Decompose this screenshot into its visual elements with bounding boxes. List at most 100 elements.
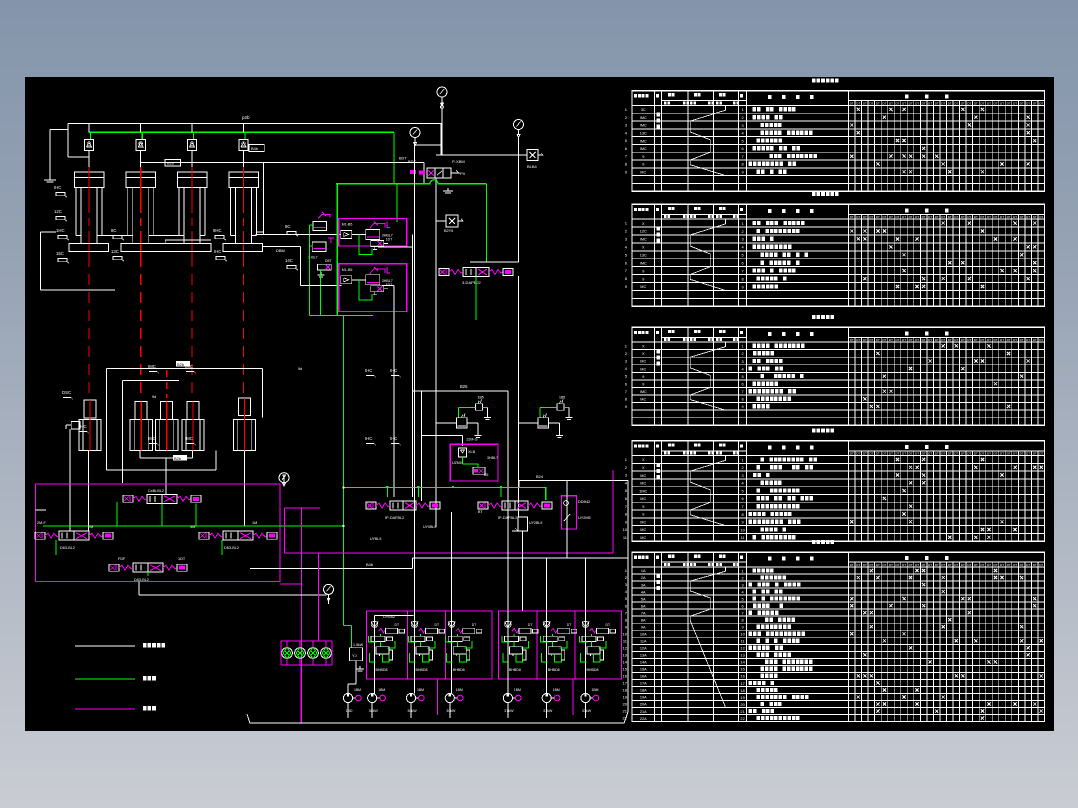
svg-text:8A: 8A <box>641 618 646 622</box>
svg-text:3HBL7: 3HBL7 <box>487 456 498 460</box>
svg-text:DT: DT <box>922 215 926 219</box>
svg-text:DT: DT <box>889 338 893 342</box>
svg-text:DT: DT <box>922 338 926 342</box>
svg-text:MC: MC <box>640 170 646 174</box>
svg-text:5: 5 <box>625 374 628 379</box>
svg-text:8: 8 <box>625 396 628 401</box>
svg-text:D63-BL2: D63-BL2 <box>60 546 75 550</box>
svg-text:DT: DT <box>876 452 880 456</box>
svg-text:DT: DT <box>889 215 893 219</box>
svg-text:DT: DT <box>567 623 572 627</box>
svg-text:21: 21 <box>740 709 744 714</box>
svg-text:4: 4 <box>742 481 745 486</box>
svg-text:22A: 22A <box>640 717 647 721</box>
svg-text:17: 17 <box>623 681 628 686</box>
svg-text:DT: DT <box>869 452 873 456</box>
svg-text:DT: DT <box>954 452 958 456</box>
svg-text:IMC: IMC <box>640 261 647 265</box>
svg-text:D63-BL2: D63-BL2 <box>224 546 239 550</box>
svg-text:DT: DT <box>856 452 860 456</box>
svg-text:11: 11 <box>623 535 628 540</box>
svg-text:17: 17 <box>740 681 744 686</box>
svg-text:DT: DT <box>896 452 900 456</box>
svg-text:19: 19 <box>740 695 744 700</box>
svg-text:7: 7 <box>742 389 744 394</box>
svg-text:DT: DT <box>850 215 854 219</box>
svg-text:DT: DT <box>954 215 958 219</box>
svg-text:DT: DT <box>850 102 854 106</box>
svg-text:14A: 14A <box>640 661 647 665</box>
svg-text:D63-BL2: D63-BL2 <box>134 578 149 582</box>
svg-text:12: 12 <box>740 646 744 651</box>
svg-text:3: 3 <box>625 123 628 128</box>
svg-text:13C: 13C <box>640 253 647 257</box>
svg-text:DT: DT <box>1033 452 1037 456</box>
svg-text:4: 4 <box>742 589 745 594</box>
svg-text:MC: MC <box>640 398 646 402</box>
svg-text:MC: MC <box>640 497 646 501</box>
svg-text:7: 7 <box>625 504 628 509</box>
svg-text:MC: MC <box>640 474 646 478</box>
svg-text:DT: DT <box>863 563 867 567</box>
svg-text:9: 9 <box>642 269 644 273</box>
svg-text:37kW: 37kW <box>504 709 514 713</box>
svg-text:10: 10 <box>740 527 745 532</box>
svg-text:BHBD8: BHBD8 <box>416 668 428 672</box>
svg-text:9: 9 <box>642 375 644 379</box>
svg-text:1B5: 1B5 <box>559 396 565 400</box>
svg-text:1DT: 1DT <box>386 237 392 241</box>
svg-text:6: 6 <box>742 382 744 387</box>
svg-text:12C: 12C <box>640 230 647 234</box>
svg-text:4: 4 <box>625 130 628 135</box>
svg-text:BHBD8: BHBD8 <box>587 668 599 672</box>
svg-text:3: 3 <box>742 473 744 478</box>
svg-text:DSC: DSC <box>62 390 71 395</box>
svg-text:8: 8 <box>625 617 628 622</box>
svg-text:17A: 17A <box>640 682 647 686</box>
svg-text:DT: DT <box>1000 102 1004 106</box>
svg-text:DT: DT <box>882 102 886 106</box>
svg-text:18: 18 <box>740 688 744 693</box>
svg-text:3: 3 <box>742 359 744 364</box>
svg-text:DBM: DBM <box>276 248 285 253</box>
svg-text:DT: DT <box>922 452 926 456</box>
svg-text:DT: DT <box>850 452 854 456</box>
svg-text:DT: DT <box>1013 102 1017 106</box>
svg-text:5: 5 <box>742 596 744 601</box>
svg-text:DT: DT <box>1026 338 1030 342</box>
svg-text:8: 8 <box>742 162 744 167</box>
svg-text:DT: DT <box>954 563 958 567</box>
svg-text:X: X <box>642 458 645 462</box>
svg-text:4: 4 <box>625 480 628 485</box>
svg-text:18A: 18A <box>640 689 647 693</box>
svg-text:2: 2 <box>625 229 628 234</box>
svg-text:1BM: 1BM <box>378 688 385 692</box>
svg-text:30kW: 30kW <box>446 709 456 713</box>
svg-text:IHC: IHC <box>54 185 61 190</box>
svg-text:DT: DT <box>987 563 991 567</box>
svg-text:DT: DT <box>948 215 952 219</box>
svg-text:DT: DT <box>896 338 900 342</box>
svg-text:DDB42: DDB42 <box>578 500 590 504</box>
svg-text:DT: DT <box>954 338 958 342</box>
svg-text:14: 14 <box>623 659 628 664</box>
svg-text:p2b: p2b <box>242 115 250 120</box>
svg-text:DT: DT <box>994 338 998 342</box>
svg-text:DT: DT <box>850 338 854 342</box>
svg-text:DT: DT <box>876 338 880 342</box>
svg-text:10A: 10A <box>640 632 647 636</box>
svg-text:DT: DT <box>961 452 965 456</box>
svg-text:4: 4 <box>625 589 628 594</box>
svg-text:DT: DT <box>980 102 984 106</box>
svg-text:DT: DT <box>902 563 906 567</box>
svg-text:15: 15 <box>623 666 628 671</box>
svg-text:DT: DT <box>1033 338 1037 342</box>
svg-text:DT: DT <box>941 102 945 106</box>
svg-text:9: 9 <box>742 404 744 409</box>
svg-text:1: 1 <box>625 343 628 348</box>
svg-text:1HC: 1HC <box>56 228 65 233</box>
svg-text:10: 10 <box>623 631 628 636</box>
svg-text:5: 5 <box>742 138 744 143</box>
svg-text:IMC: IMC <box>640 238 647 242</box>
svg-text:DT: DT <box>1007 102 1011 106</box>
